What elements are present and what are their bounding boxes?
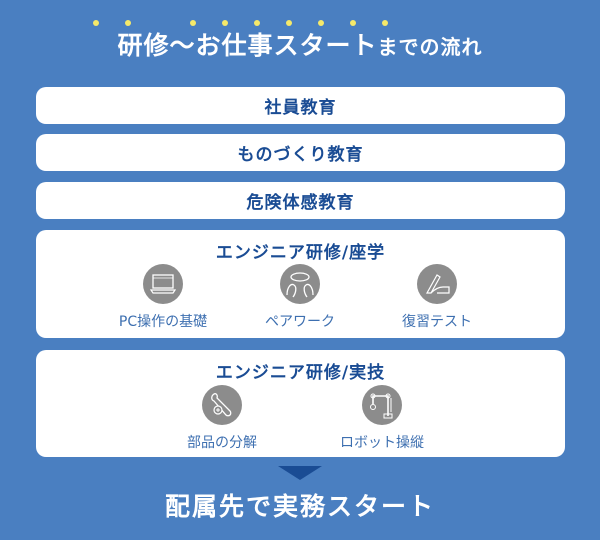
robot-arm-icon — [362, 385, 402, 425]
down-arrow-icon — [278, 466, 322, 480]
step-manufacturing-education: ものづくり教育 — [36, 134, 565, 171]
step-engineer-practical: エンジニア研修/実技 部品の分解 ロボット操縦 — [36, 350, 565, 457]
item-label: 部品の分解 — [187, 435, 257, 451]
item-parts-disassembly: 部品の分解 — [152, 385, 292, 452]
page-title: 研修～お仕事スタートまでの流れ — [0, 26, 600, 62]
item-robot-operation: ロボット操縦 — [312, 385, 452, 452]
item-pair-work: ペアワーク — [230, 264, 370, 331]
stage-title: エンジニア研修/座学 — [215, 243, 386, 263]
laptop-icon — [143, 264, 183, 304]
step-label: 社員教育 — [264, 98, 337, 118]
emphasis-dots — [0, 20, 600, 26]
step-hazard-experience-education: 危険体感教育 — [36, 182, 565, 219]
item-label: 復習テスト — [402, 314, 472, 330]
step-label: 危険体感教育 — [246, 193, 355, 213]
title-main: 研修～お仕事スタート — [117, 31, 378, 60]
item-label: ロボット操縦 — [340, 435, 424, 451]
item-label: ペアワーク — [265, 314, 335, 330]
item-review-test: 復習テスト — [367, 264, 507, 331]
step-engineer-classroom: エンジニア研修/座学 PC操作の基礎 ペアワーク 復習テスト — [36, 230, 565, 338]
pair-discussion-icon — [280, 264, 320, 304]
title-suffix: までの流れ — [377, 35, 483, 59]
step-label: ものづくり教育 — [237, 145, 364, 165]
item-label: PC操作の基礎 — [118, 314, 208, 330]
writing-hand-icon — [417, 264, 457, 304]
final-step: 配属先で実務スタート — [164, 492, 435, 521]
stage-title: エンジニア研修/実技 — [215, 363, 386, 383]
wrench-icon — [202, 385, 242, 425]
item-pc-basics: PC操作の基礎 — [93, 264, 233, 331]
step-employee-education: 社員教育 — [36, 87, 565, 124]
